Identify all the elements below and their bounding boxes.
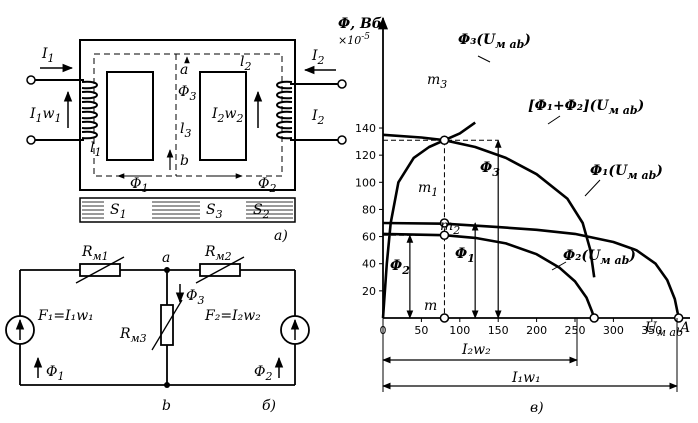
y-tick-label-120: 120 — [355, 149, 376, 162]
resistor-Rm2-slash — [195, 256, 245, 284]
curve-phi1 — [382, 221, 680, 319]
point-m2 — [439, 230, 450, 240]
node-b — [164, 382, 170, 388]
point-A — [673, 313, 684, 323]
core-outer — [79, 39, 296, 191]
label-phi1-b: Φ1 — [46, 364, 64, 383]
winding-right — [276, 80, 338, 141]
label-Rm3: Rм3 — [119, 326, 147, 345]
panel-b: Rм1 Rм2 Rм3 a b F₁=I₁w₁ F₂=I₂w₂ Φ1 Φ2 Φ3… — [5, 244, 310, 414]
caption-b: б) — [262, 398, 276, 414]
label-I2w2: I2w2 — [211, 106, 244, 125]
dim-label-phi1: Φ1 — [455, 246, 475, 265]
panel-a: I1 I2 I2 I1w1 I2w2 a b Φ3 l3 l2 l1 Φ1 Φ2… — [26, 39, 347, 244]
x-axis-point-A: A — [678, 320, 690, 336]
winding-left — [35, 79, 98, 141]
label-S3: S3 — [206, 202, 223, 221]
y-tick-label-100: 100 — [355, 176, 376, 189]
point-label-m2: m2 — [440, 218, 460, 237]
x-tick-label-300: 300 — [603, 324, 624, 337]
label-I2: I2 — [311, 48, 325, 67]
curve-label-phi12: [Φ₁+Φ₂](Uм ab) — [528, 98, 644, 117]
label-b: b — [180, 153, 189, 169]
label-F2: F₂=I₂w₂ — [204, 308, 261, 324]
point-label-m: m — [424, 298, 437, 314]
resistor-Rm1-slash — [75, 256, 125, 284]
terminal-left-bottom — [26, 135, 36, 145]
label-Rm2: Rм2 — [204, 244, 232, 263]
label-a: a — [180, 62, 188, 78]
y-axis-scale: ×10-5 — [338, 32, 370, 47]
label-Rm1: Rм1 — [81, 244, 109, 263]
label-phi3: Φ3 — [178, 84, 196, 103]
label-phi1: Φ1 — [130, 176, 148, 195]
caption-c: в) — [530, 400, 544, 416]
label-I1: I1 — [41, 46, 55, 65]
caption-a: а) — [274, 228, 288, 244]
dim-label-phi2: Φ2 — [390, 258, 410, 277]
terminal-right-top — [337, 79, 347, 89]
label-I1w1: I1w1 — [29, 106, 62, 125]
label-I2w2-c: I₂w₂ — [461, 342, 491, 358]
x-tick-label-100: 100 — [449, 324, 470, 337]
label-node-b: b — [162, 398, 171, 414]
label-l3: l3 — [180, 121, 191, 140]
terminal-left-top — [26, 75, 36, 85]
y-tick-label-80: 80 — [362, 203, 376, 216]
resistor-Rm3-slash — [151, 299, 183, 351]
curve-phi3 — [381, 121, 476, 319]
curve-label-phi1: Φ₁(Uм ab) — [590, 163, 663, 182]
y-tick-label-20: 20 — [362, 285, 376, 298]
label-l2: l2 — [240, 54, 251, 73]
tick-group: 05010015020025030035020406080100120140 — [355, 122, 662, 337]
x-tick-label-350: 350 — [641, 324, 662, 337]
guide-group — [383, 139, 502, 319]
point-phi2-zero — [589, 313, 599, 323]
point-m1 — [439, 218, 450, 228]
label-F1: F₁=I₁w₁ — [37, 308, 94, 324]
x-axis-label: Uм ab — [645, 320, 683, 339]
point-group — [439, 135, 684, 323]
flux-path-outer — [93, 53, 283, 177]
label-S2: S2 — [253, 202, 270, 221]
dim-label-phi3: Φ3 — [480, 160, 500, 179]
x-tick-label-50: 50 — [414, 324, 428, 337]
point-m — [439, 313, 450, 323]
y-tick-label-60: 60 — [362, 231, 376, 244]
core-window-right — [199, 71, 247, 161]
cross-section — [79, 197, 296, 223]
curve-label-phi3: Φ₃(Uм ab) — [458, 32, 531, 51]
label-phi2: Φ2 — [258, 176, 276, 195]
x-tick-label-200: 200 — [526, 324, 547, 337]
label-S1: S1 — [110, 202, 127, 221]
label-I1w1-c: I₁w₁ — [511, 370, 541, 386]
point-label-m1: m1 — [418, 180, 438, 199]
label-node-a: a — [162, 250, 170, 266]
curve-phi2 — [382, 232, 596, 319]
node-a — [164, 267, 170, 273]
x-tick-label-250: 250 — [565, 324, 586, 337]
x-tick-label-150: 150 — [488, 324, 509, 337]
leader-phi2 — [551, 261, 567, 271]
leader-phi1 — [584, 179, 601, 197]
leader-phi3 — [477, 55, 491, 63]
point-label-m3: m3 — [427, 72, 447, 91]
label-phi3-b: Φ3 — [186, 288, 204, 307]
core-window-left — [106, 71, 154, 161]
terminal-right-bottom — [337, 135, 347, 145]
label-l1: l1 — [90, 140, 101, 159]
panel-c: Φ, Вб ×10-5 Uм ab A 05010015020025030035… — [338, 16, 690, 416]
y-axis-label: Φ, Вб — [338, 16, 382, 32]
label-I2-right: I2 — [311, 108, 325, 127]
curve-label-phi2: Φ₂(Uм ab) — [563, 248, 636, 267]
label-phi2-b: Φ2 — [254, 364, 272, 383]
y-tick-label-40: 40 — [362, 258, 376, 271]
point-m3 — [439, 135, 450, 145]
curve-group — [381, 121, 680, 319]
y-tick-label-140: 140 — [355, 122, 376, 135]
leader-phi12 — [547, 115, 561, 125]
